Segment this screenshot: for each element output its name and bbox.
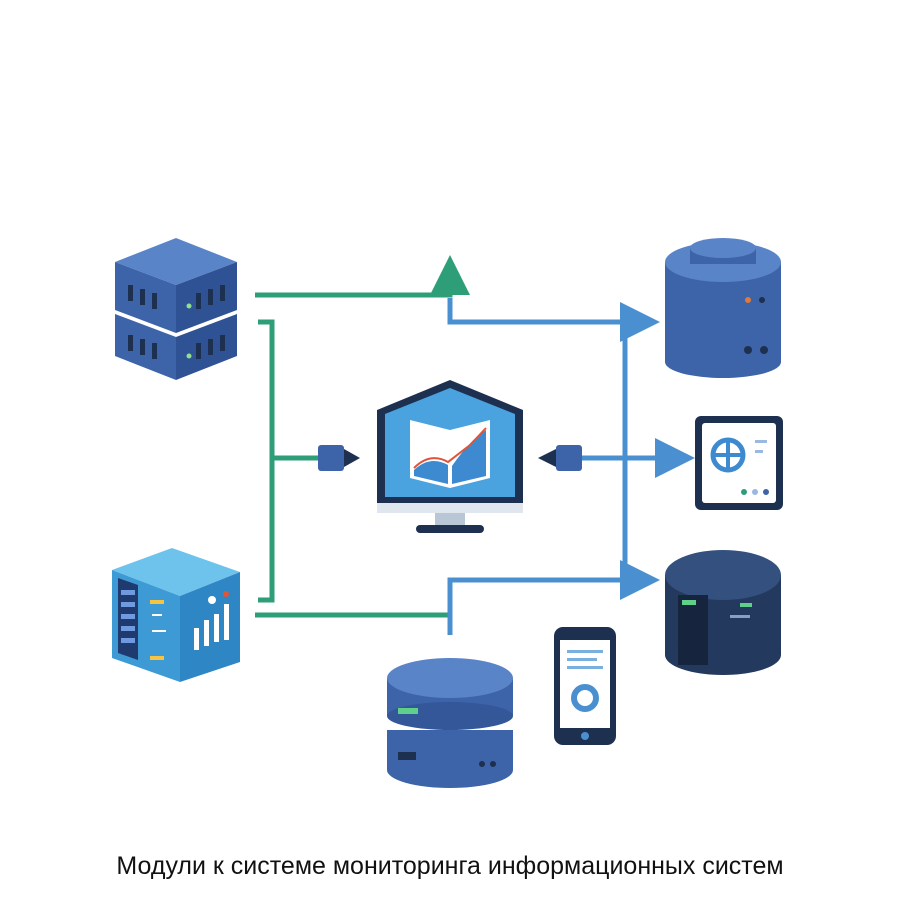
green-line-top xyxy=(255,255,470,298)
diagram-caption: Модули к системе мониторинга информацион… xyxy=(116,852,784,880)
green-line-vertical xyxy=(258,319,275,603)
blue-connectors xyxy=(447,298,695,635)
plug-left-icon xyxy=(318,445,360,471)
green-connectors xyxy=(255,255,470,618)
database-cylinder-icon xyxy=(665,238,781,378)
monitoring-dashboard-icon xyxy=(377,380,523,533)
control-panel-icon xyxy=(695,416,783,510)
mobile-phone-icon xyxy=(554,627,616,745)
analytics-server-icon xyxy=(112,548,240,682)
storage-server-icon xyxy=(665,550,781,675)
database-server-icon xyxy=(387,658,513,788)
rack-server-icon xyxy=(115,238,237,380)
blue-line-lower xyxy=(447,560,660,635)
blue-line-top xyxy=(447,298,660,342)
plug-right-icon xyxy=(538,445,582,471)
